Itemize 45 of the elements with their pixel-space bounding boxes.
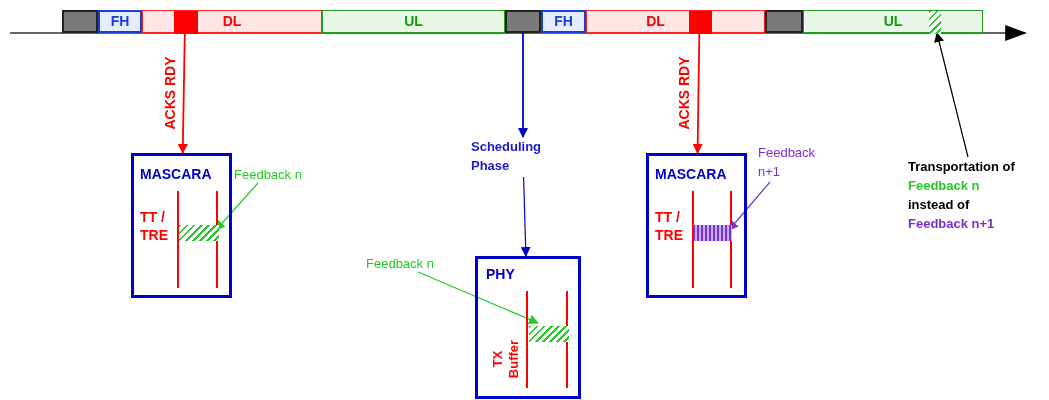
ul-segment xyxy=(803,10,983,33)
arrow xyxy=(692,32,703,154)
ack-block xyxy=(689,11,712,34)
phy-box xyxy=(475,256,581,399)
node-text: PHY xyxy=(486,265,515,284)
node-text: Feedback n xyxy=(366,255,435,273)
guard-segment xyxy=(505,10,541,33)
guard-segment xyxy=(62,10,98,33)
node-text: Feedback n xyxy=(234,166,303,184)
mascara-box xyxy=(131,153,232,298)
node-text: TT / TRE xyxy=(140,208,169,244)
node-text: Transportation of xyxy=(908,158,1016,176)
node-text: DL xyxy=(222,12,242,31)
arrow xyxy=(934,32,969,158)
node-text: MASCARA xyxy=(140,165,212,184)
arrow xyxy=(520,176,531,257)
fh-segment xyxy=(541,10,586,33)
node-text: TT / TRE xyxy=(655,208,684,244)
dl-segment xyxy=(142,10,322,33)
hatched-slot xyxy=(929,11,941,34)
hatched-buffer-slot xyxy=(179,225,219,241)
dl-segment xyxy=(586,10,765,33)
hatched-buffer-slot xyxy=(529,326,569,342)
node-text: MASCARA xyxy=(655,165,727,184)
arrow xyxy=(518,32,528,138)
mascara-box xyxy=(646,153,747,298)
node-text: FH xyxy=(110,12,130,31)
arrow xyxy=(417,271,539,325)
node-text: TX Buffer xyxy=(490,338,522,381)
node-text: instead of xyxy=(908,196,971,214)
arrow xyxy=(215,182,259,231)
guard-segment xyxy=(765,10,803,33)
ul-segment xyxy=(322,10,505,33)
striped-buffer-slot xyxy=(693,225,732,241)
node-text: Scheduling Phase xyxy=(470,138,543,175)
node-text: DL xyxy=(646,12,665,31)
node-text: UL xyxy=(883,12,903,31)
node-text: Feedback n+1 xyxy=(908,215,996,233)
ack-block xyxy=(174,11,198,34)
node-text: Feedback n xyxy=(908,177,981,195)
fh-segment xyxy=(98,10,142,33)
node-text: FH xyxy=(554,12,573,31)
node-text: UL xyxy=(404,12,423,31)
node-text: Feedback n+1 xyxy=(758,144,817,181)
arrow xyxy=(177,32,188,154)
